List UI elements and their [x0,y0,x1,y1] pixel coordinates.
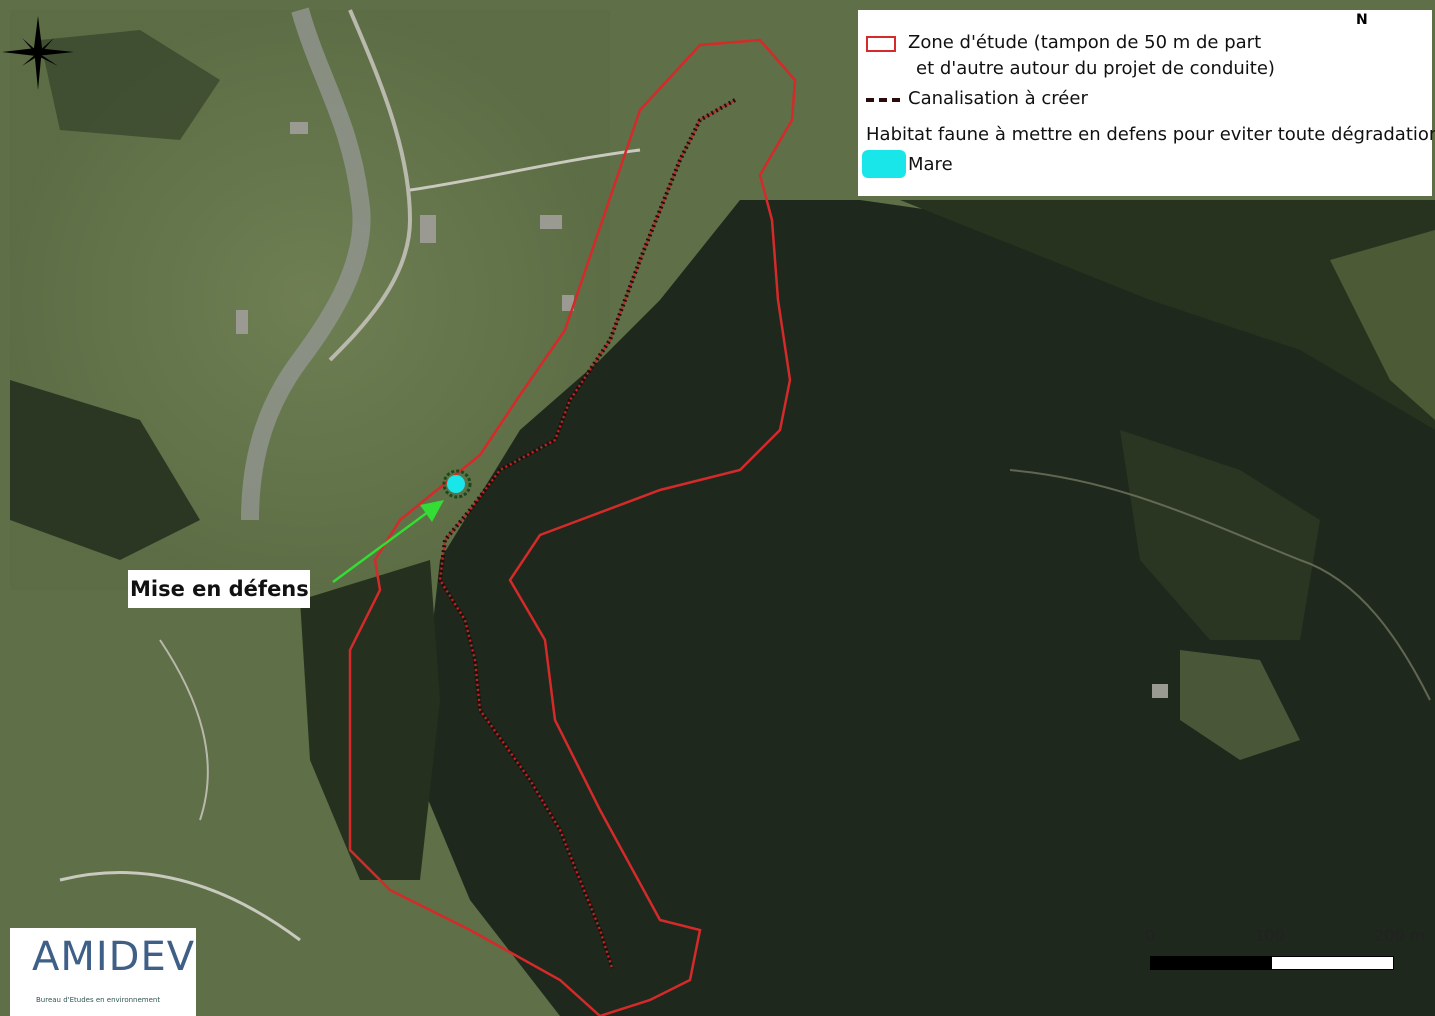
legend-mare: Mare [908,154,953,175]
forest-area [420,200,1435,1016]
building [562,295,574,311]
north-arrow-icon [2,16,74,90]
logo-wordmark: AMIDEV [32,934,196,980]
scale-tick-100: 100 [1254,926,1285,945]
scale-tick-200: 200 m [1374,926,1426,945]
scale-tick-0: 0 [1145,926,1156,945]
mare-symbol-icon [862,150,906,178]
mare-protection-ring [442,469,472,499]
study-zone-symbol-icon [866,36,896,52]
building [290,122,308,134]
building [236,310,248,334]
building [1152,684,1168,698]
logo-subtitle: Bureau d'Etudes en environnement [36,996,161,1004]
annotation-arrow-line [332,510,429,584]
building [420,215,436,243]
mise-en-defens-label: Mise en défens [128,570,310,608]
legend-zone-line2: et d'autre autour du projet de conduite) [916,58,1275,79]
mare-marker[interactable] [447,475,465,493]
map-legend: Zone d'étude (tampon de 50 m de part et … [858,10,1435,196]
river [241,7,371,521]
annotation-arrowhead-icon [420,500,444,522]
pipeline-symbol-icon [866,98,900,102]
legend-zone-line1: Zone d'étude (tampon de 50 m de part [908,32,1262,53]
amidev-logo: AMIDEV Bureau d'Etudes en environnement [10,928,196,1016]
legend-canalisation: Canalisation à créer [908,88,1088,109]
building [540,215,562,229]
legend-habitat-title: Habitat faune à mettre en defens pour ev… [866,124,1435,145]
study-zone-outline[interactable] [348,38,797,1016]
north-letter: N [1356,12,1368,28]
scale-bar [1150,956,1394,970]
